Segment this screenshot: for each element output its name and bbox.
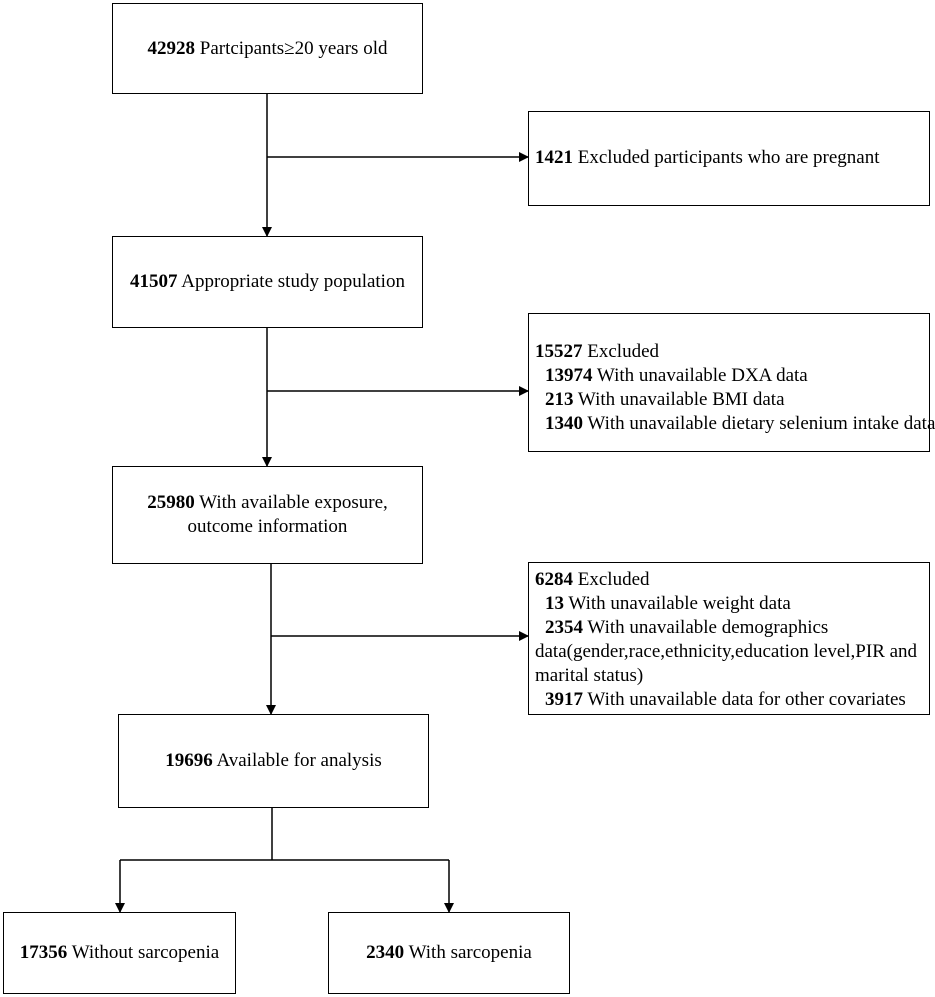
- exposure-label-line2: outcome information: [187, 516, 348, 537]
- excl2-item1-label: With unavailable DXA data: [596, 365, 808, 386]
- excl2-item1-count: 13974: [545, 365, 593, 386]
- excl3-item2-count: 2354: [545, 617, 583, 638]
- excl3-item2-label: With unavailable demographics: [587, 617, 829, 638]
- exclusion-box-3: 6284 Excluded 13 With unavailable weight…: [528, 562, 930, 715]
- excl2-count: 15527: [535, 341, 583, 362]
- excl2-item3-count: 1340: [545, 413, 583, 434]
- excl2-label: Excluded: [587, 341, 660, 362]
- exclusion-box-2: 15527 Excluded 13974 With unavailable DX…: [528, 313, 935, 452]
- excl1-count: 1421: [535, 147, 573, 168]
- analysis-box: 19696 Available for analysis: [118, 714, 429, 808]
- excl1-label: Excluded participants who are pregnant: [577, 147, 880, 168]
- excl3-label: Excluded: [577, 569, 650, 590]
- excl3-item2-continued: data(gender,race,ethnicity,education lev…: [535, 641, 918, 662]
- excl2-item3-label: With unavailable dietary selenium intake…: [587, 413, 935, 434]
- excl2-item2-label: With unavailable BMI data: [577, 389, 785, 410]
- exclusion-box-1: 1421 Excluded participants who are pregn…: [528, 111, 930, 206]
- pop-label: Appropriate study population: [181, 271, 405, 292]
- with-sarcopenia-box: 2340 With sarcopenia: [328, 912, 570, 994]
- exposure-box: 25980 With available exposure, outcome i…: [112, 466, 423, 564]
- excl3-item2-continued-2: marital status): [535, 665, 644, 686]
- with-label: With sarcopenia: [408, 942, 532, 963]
- excl2-item2-count: 213: [545, 389, 574, 410]
- excl3-item3-label: With unavailable data for other covariat…: [583, 689, 906, 710]
- exposure-count: 25980: [147, 492, 195, 513]
- excl3-count: 6284: [535, 569, 573, 590]
- population-box: 41507 Appropriate study population: [112, 236, 423, 328]
- start-label: Partcipants≥20 years old: [199, 37, 388, 59]
- excl3-item1-label: With unavailable weight data: [564, 593, 791, 614]
- without-sarcopenia-box: 17356 Without sarcopenia: [3, 912, 236, 994]
- start-count: 42928: [147, 37, 196, 59]
- pop-count: 41507: [130, 271, 178, 292]
- analysis-label: Available for analysis: [216, 750, 382, 771]
- excl3-item1-count: 13: [545, 593, 564, 614]
- without-label: Without sarcopenia: [71, 942, 220, 963]
- analysis-count: 19696: [165, 750, 213, 771]
- start-box: 42928 Partcipants≥20 years old: [112, 3, 423, 94]
- without-count: 17356: [19, 942, 68, 963]
- exposure-label: With available exposure,: [199, 492, 388, 513]
- with-count: 2340: [366, 942, 405, 963]
- excl3-item3-count: 3917: [545, 689, 583, 710]
